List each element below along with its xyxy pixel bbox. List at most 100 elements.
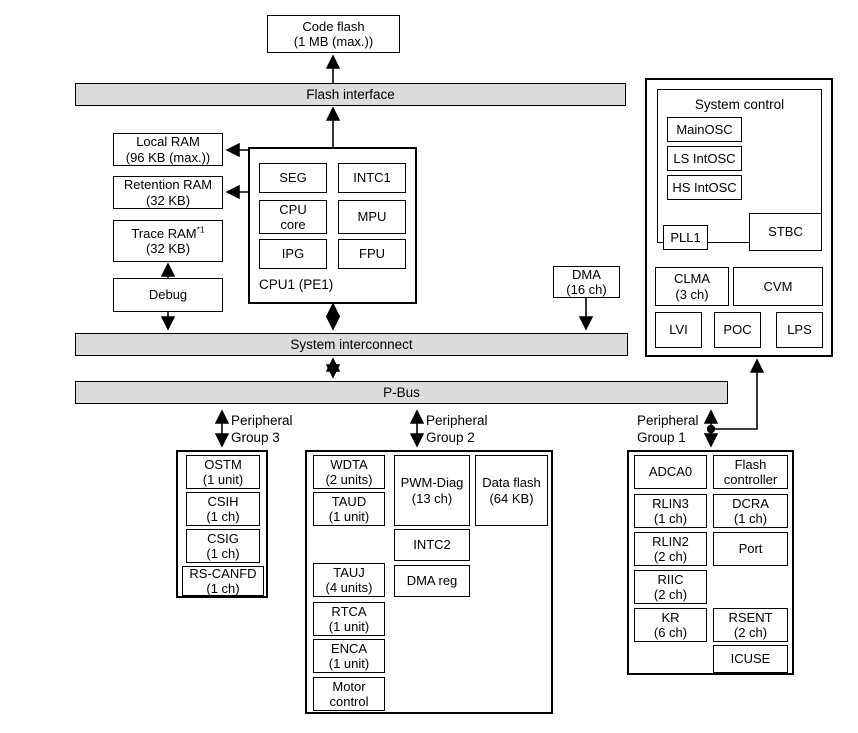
mainosc-label: MainOSC (676, 121, 733, 137)
adca0-block: ADCA0 (634, 455, 707, 489)
code-flash-block: Code flash (1 MB (max.)) (267, 15, 400, 53)
rsent-channels: (2 ch) (733, 625, 768, 640)
dcra-channels: (1 ch) (733, 511, 768, 526)
system-interconnect-bus: System interconnect (75, 333, 628, 356)
cpu-block-mpu-label: MPU (357, 209, 387, 225)
icuse-label: ICUSE (730, 651, 771, 667)
pwm-diag-block: PWM-Diag (13 ch) (394, 455, 470, 526)
pll1-label: PLL1 (670, 229, 701, 245)
data-flash-size: (64 KB) (489, 490, 534, 506)
stbc-block: STBC (749, 213, 822, 251)
rlin3-title: RLIN3 (652, 495, 689, 511)
retention-ram-size: (32 KB) (145, 192, 191, 208)
cpu1-pe1-label: CPU1 (PE1) (259, 277, 334, 292)
flash-interface-bus: Flash interface (75, 83, 626, 106)
csig-block: CSIG (1 ch) (186, 529, 260, 563)
flash-controller-block: Flash controller (713, 455, 788, 489)
dma-reg-block: DMA reg (394, 565, 470, 597)
dma-reg-label: DMA reg (406, 573, 458, 589)
cpu-block-fpu: FPU (338, 239, 406, 269)
motor-control-block: Motor control (313, 677, 385, 711)
rsent-block: RSENT (2 ch) (713, 608, 788, 642)
trace-ram-size: (32 KB) (145, 241, 191, 256)
wdta-title: WDTA (330, 456, 368, 472)
enca-units: (1 unit) (328, 656, 370, 671)
rlin2-title: RLIN2 (652, 533, 689, 549)
dma-block: DMA (16 ch) (553, 266, 620, 298)
data-flash-block: Data flash (64 KB) (475, 455, 548, 526)
ls-intosc-block: LS IntOSC (667, 146, 742, 171)
cpu-block-seg: SEG (259, 163, 327, 193)
hs-intosc-label: HS IntOSC (672, 179, 737, 195)
retention-ram-block: Retention RAM (32 KB) (113, 176, 223, 209)
rtca-title: RTCA (331, 603, 367, 619)
debug-block: Debug (113, 278, 223, 312)
debug-label: Debug (148, 287, 188, 303)
clma-block: CLMA (3 ch) (655, 267, 729, 306)
rlin2-block: RLIN2 (2 ch) (634, 532, 707, 566)
kr-channels: (6 ch) (653, 625, 688, 640)
flash-interface-label: Flash interface (306, 87, 395, 102)
rtca-units: (1 unit) (328, 619, 370, 634)
icuse-block: ICUSE (713, 645, 788, 673)
lps-label: LPS (787, 322, 812, 338)
p-bus-label: P-Bus (383, 385, 420, 400)
trace-ram-title: Trace RAM*1 (131, 224, 205, 241)
p-bus: P-Bus (75, 381, 728, 404)
local-ram-size: (96 KB (max.)) (125, 149, 211, 165)
local-ram-title: Local RAM (136, 134, 200, 150)
ostm-block: OSTM (1 unit) (186, 455, 260, 489)
cpu-block-mpu: MPU (338, 200, 406, 234)
local-ram-block: Local RAM (96 KB (max.)) (113, 133, 223, 166)
riic-channels: (2 ch) (653, 587, 688, 602)
cpu-core-line1: CPU (279, 201, 307, 217)
csih-title: CSIH (207, 493, 239, 509)
hs-intosc-block: HS IntOSC (667, 175, 742, 200)
tauj-title: TAUJ (333, 564, 365, 580)
clma-title: CLMA (673, 271, 711, 287)
motor-control-line1: Motor (332, 678, 366, 694)
cpu-block-cpu-core: CPU core (259, 200, 327, 234)
stbc-label: STBC (768, 224, 803, 240)
ostm-units: (1 unit) (202, 472, 244, 487)
flash-controller-line2: controller (723, 472, 778, 487)
trace-ram-block: Trace RAM*1 (32 KB) (113, 220, 223, 262)
ls-intosc-label: LS IntOSC (673, 150, 736, 166)
cpu-block-fpu-label: FPU (359, 246, 385, 262)
port-label: Port (738, 541, 763, 557)
intc2-block: INTC2 (394, 529, 470, 561)
clma-channels: (3 ch) (675, 286, 709, 302)
data-flash-title: Data flash (482, 475, 541, 491)
code-flash-title: Code flash (302, 18, 365, 34)
pwm-diag-title: PWM-Diag (400, 475, 464, 491)
ostm-title: OSTM (204, 456, 242, 472)
cpu-block-ipg: IPG (259, 239, 327, 269)
peripheral-group-2-caption: Peripheral Group 2 (426, 413, 488, 445)
system-control-title: System control (694, 97, 785, 112)
csih-block: CSIH (1 ch) (186, 492, 260, 526)
pwm-diag-channels: (13 ch) (411, 490, 453, 506)
riic-block: RIIC (2 ch) (634, 570, 707, 604)
tauj-units: (4 units) (325, 580, 373, 595)
adca0-label: ADCA0 (648, 464, 693, 480)
rlin3-channels: (1 ch) (653, 511, 688, 526)
rs-canfd-block: RS-CANFD (1 ch) (182, 566, 264, 596)
cpu-block-seg-label: SEG (279, 170, 307, 186)
taud-block: TAUD (1 unit) (313, 492, 385, 526)
lps-block: LPS (776, 312, 823, 348)
poc-block: POC (714, 312, 761, 348)
riic-title: RIIC (657, 571, 684, 587)
dma-title: DMA (572, 266, 601, 282)
port-block: Port (713, 532, 788, 566)
cpu-block-intc1-label: INTC1 (353, 170, 391, 186)
csig-channels: (1 ch) (206, 546, 240, 561)
rs-canfd-title: RS-CANFD (189, 565, 257, 581)
rlin2-channels: (2 ch) (653, 549, 688, 564)
lvi-label: LVI (669, 322, 688, 338)
system-interconnect-label: System interconnect (290, 337, 413, 352)
poc-label: POC (723, 322, 752, 338)
lvi-block: LVI (655, 312, 702, 348)
csih-channels: (1 ch) (206, 509, 240, 524)
rlin3-block: RLIN3 (1 ch) (634, 494, 707, 528)
peripheral-group-1-caption: Peripheral Group 1 (637, 413, 699, 445)
